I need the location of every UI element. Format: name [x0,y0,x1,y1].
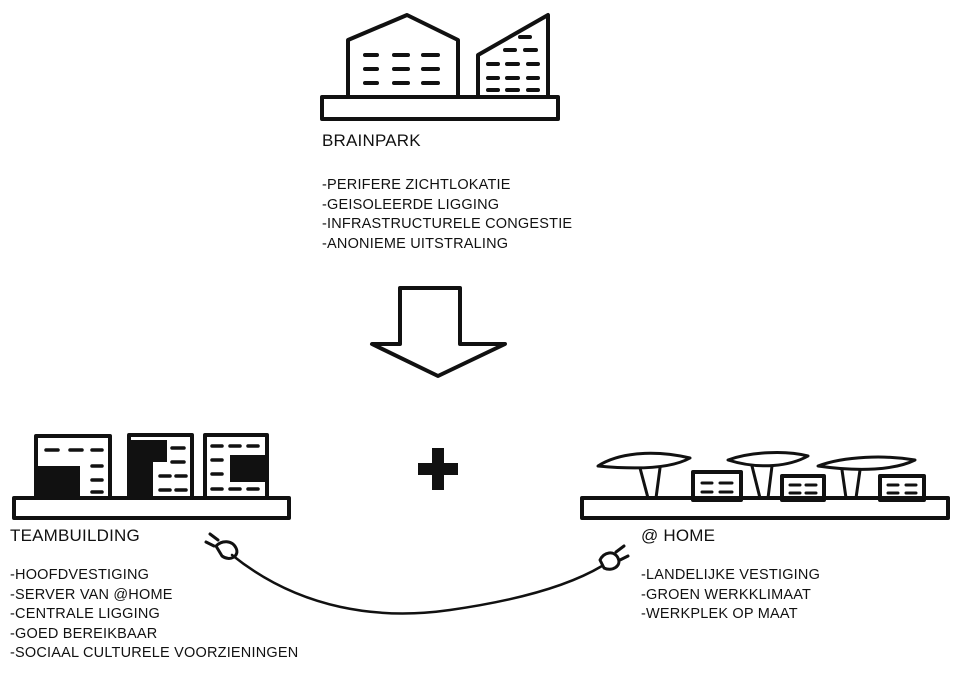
brainpark-list: -PERIFERE ZICHTLOKATIE -GEISOLEERDE LIGG… [322,176,572,254]
home-building-2 [780,474,826,502]
brainpark-windows [363,35,540,92]
list-item: -SOCIAAL CULTURELE VOORZIENINGEN [10,645,299,661]
home-base-slab [580,496,950,520]
teambuilding-base-slab [12,496,291,520]
brainpark-base-slab [320,95,560,121]
teambuilding-list: -HOOFDVESTIGING -SERVER VAN @HOME -CENTR… [10,566,298,664]
home-buildings-illustration [580,470,950,520]
brainpark-pitched-building [346,13,460,99]
down-arrow [370,286,507,378]
home-building-3 [878,474,926,502]
list-item: -SERVER VAN @HOME [10,586,173,603]
list-item: -GEISOLEERDE LIGGING [322,196,500,213]
plug-right-icon [598,544,630,571]
list-item: -CENTRALE LIGGING [10,606,161,622]
brainpark-slanted-building [476,13,550,99]
list-item: -HOOFDVESTIGING [10,567,150,583]
home-windows [700,481,918,495]
teambuilding-windows [44,444,260,494]
list-item: -LANDELIJKE VESTIGING [641,567,821,583]
list-item: -PERIFERE ZICHTLOKATIE [322,177,511,193]
home-title: @ HOME [641,526,716,545]
list-item: -WERKPLEK OP MAAT [641,606,798,622]
list-item: -ANONIEME UITSTRALING [322,235,509,252]
list-item: -GOED BEREIKBAAR [10,625,158,642]
plus-sign [418,448,458,490]
home-trees [596,451,917,500]
list-item: -INFRASTRUCTURELE CONGESTIE [322,216,573,232]
connection-cable [230,553,604,615]
home-building-1 [691,470,743,502]
brainpark-buildings-illustration [320,13,560,121]
plug-left-icon [204,532,239,560]
teambuilding-title: TEAMBUILDING [10,526,140,545]
teambuilding-dark-blocks [36,440,267,498]
list-item: -GROEN WERKKLIMAAT [641,586,812,603]
brainpark-title: BRAINPARK [322,131,421,150]
home-list: -LANDELIJKE VESTIGING -GROEN WERKKLIMAAT… [641,566,820,625]
